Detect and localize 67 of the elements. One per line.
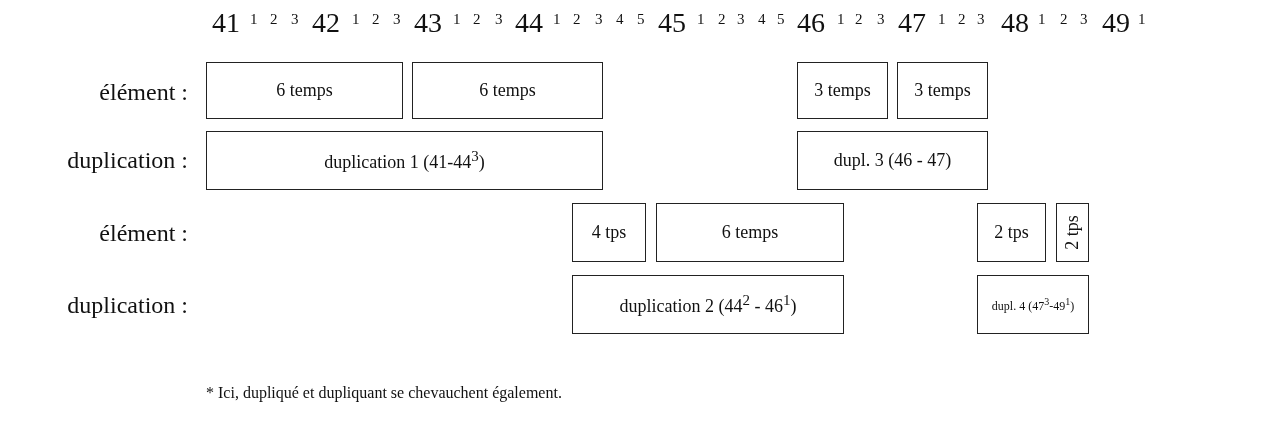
box-label: dupl. 3 (46 - 47) — [833, 150, 952, 171]
beat-number: 3 — [291, 10, 299, 28]
duration-box — [412, 62, 603, 119]
box-label: dupl. 4 (47$^{3}$-49$^{1}$) — [991, 295, 1075, 314]
beat-number: 3 — [595, 10, 603, 28]
beat-number: 1 — [352, 10, 360, 28]
duration-box — [572, 275, 844, 334]
beat-number: 1 — [1038, 10, 1046, 28]
beat-number: 1 — [1138, 10, 1146, 28]
box-label: 6 temps — [721, 222, 779, 243]
measure-number: 48 — [1001, 6, 1029, 40]
beat-number: 1 — [837, 10, 845, 28]
beat-number: 3 — [393, 10, 401, 28]
beat-number: 2 — [372, 10, 380, 28]
beat-number: 5 — [777, 10, 785, 28]
duration-box — [206, 62, 403, 119]
duration-box — [797, 131, 988, 190]
measure-number: 49 — [1102, 6, 1130, 40]
row-label: élément : — [99, 78, 188, 107]
beat-number: 5 — [637, 10, 645, 28]
beat-number: 2 — [958, 10, 966, 28]
duration-box — [1056, 203, 1089, 262]
beat-number: 3 — [737, 10, 745, 28]
box-label: 6 temps — [276, 80, 333, 101]
measure-number: 44 — [515, 6, 543, 40]
box-label: 2 tps — [1062, 215, 1083, 250]
beat-number: 2 — [718, 10, 726, 28]
beat-number: 3 — [977, 10, 985, 28]
duration-box — [897, 62, 988, 119]
duration-box — [977, 275, 1089, 334]
beat-number: 2 — [1060, 10, 1068, 28]
beat-number: 4 — [758, 10, 766, 28]
box-label: duplication 1 (41-44$^{3}$) — [324, 148, 485, 173]
box-label: 2 tps — [994, 222, 1029, 243]
box-label: 6 temps — [479, 80, 536, 101]
beat-number: 3 — [877, 10, 885, 28]
beat-number: 3 — [495, 10, 503, 28]
footnote: * Ici, dupliqué et dupliquant se chevauchent également. — [206, 383, 562, 404]
measure-number: 42 — [312, 6, 340, 40]
measure-number: 47 — [898, 6, 926, 40]
duration-box — [572, 203, 646, 262]
row-label: élément : — [99, 219, 188, 248]
beat-number: 2 — [855, 10, 863, 28]
box-label: duplication 2 (44$^{2}$ - 46$^{1}$) — [619, 292, 797, 317]
measure-number: 41 — [212, 6, 240, 40]
beat-number: 4 — [616, 10, 624, 28]
duration-box — [797, 62, 888, 119]
measure-number: 46 — [797, 6, 825, 40]
beat-number: 1 — [250, 10, 258, 28]
duration-box — [656, 203, 844, 262]
box-label: 4 tps — [591, 222, 627, 243]
box-label: 3 temps — [814, 80, 871, 101]
beat-number: 1 — [938, 10, 946, 28]
beat-number: 2 — [473, 10, 481, 28]
box-label: 3 temps — [914, 80, 971, 101]
measure-number: 45 — [658, 6, 686, 40]
beat-number: 1 — [453, 10, 461, 28]
beat-number: 1 — [553, 10, 561, 28]
duration-box — [206, 131, 603, 190]
beat-number: 3 — [1080, 10, 1088, 28]
row-label: duplication : — [67, 291, 188, 320]
beat-number: 1 — [697, 10, 705, 28]
beat-number: 2 — [573, 10, 581, 28]
measure-number: 43 — [414, 6, 442, 40]
row-label: duplication : — [67, 146, 188, 175]
beat-number: 2 — [270, 10, 278, 28]
duration-box — [977, 203, 1046, 262]
